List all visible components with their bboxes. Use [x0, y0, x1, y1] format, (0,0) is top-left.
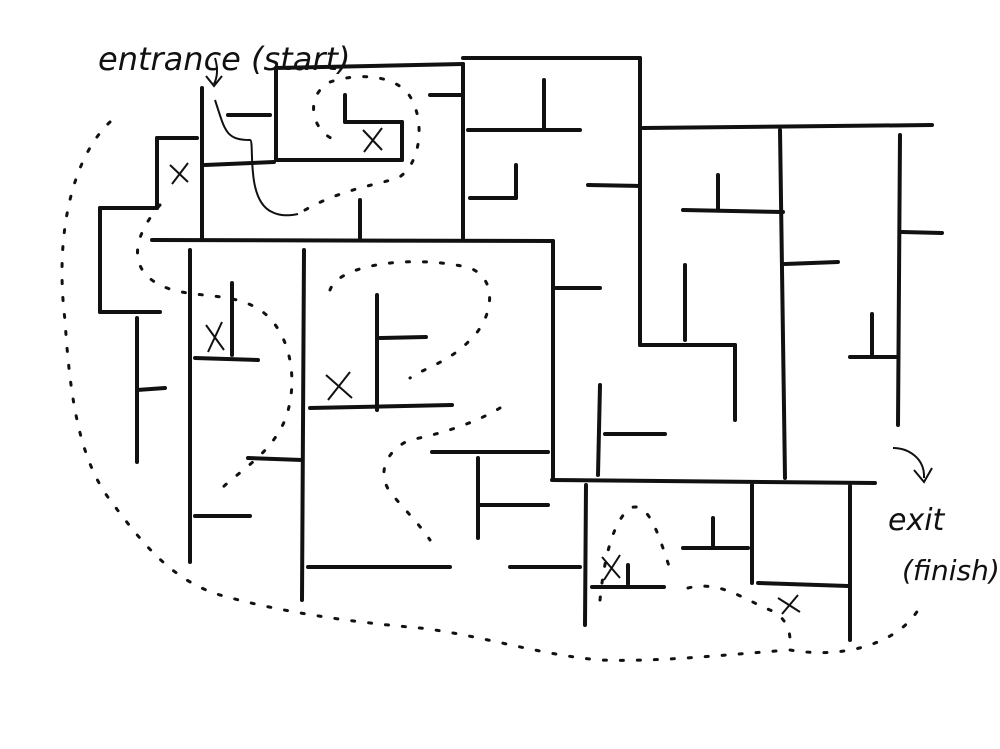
wall [203, 160, 276, 167]
wall [246, 456, 304, 462]
maze-walls [98, 56, 944, 642]
entrance-label: entrance (start) [98, 40, 351, 78]
wall [135, 386, 167, 392]
wall [150, 238, 555, 243]
wall [586, 183, 642, 188]
wall [378, 335, 428, 340]
wall [596, 383, 602, 477]
x-mark [601, 554, 621, 581]
exit-label: exit [888, 503, 946, 538]
x-mark [777, 594, 801, 615]
wall [274, 62, 465, 70]
wall [193, 356, 260, 362]
wall [641, 123, 934, 130]
x-mark [169, 162, 189, 185]
wall [778, 128, 787, 480]
wall [756, 581, 850, 588]
wall [583, 483, 588, 627]
wall [900, 230, 944, 235]
wall [308, 403, 454, 410]
finish-label: (finish) [902, 554, 1000, 587]
wall [681, 208, 785, 214]
wall [783, 260, 840, 266]
x-mark [205, 321, 225, 353]
entrance-arrow-icon [205, 57, 223, 88]
wall [896, 133, 902, 427]
x-mark [362, 127, 383, 153]
wall [300, 248, 306, 602]
x-mark [325, 371, 353, 401]
dead-end-markers [169, 127, 801, 615]
wall [550, 478, 877, 485]
exit-arrow-icon [892, 447, 933, 484]
entrance-path [214, 99, 299, 217]
